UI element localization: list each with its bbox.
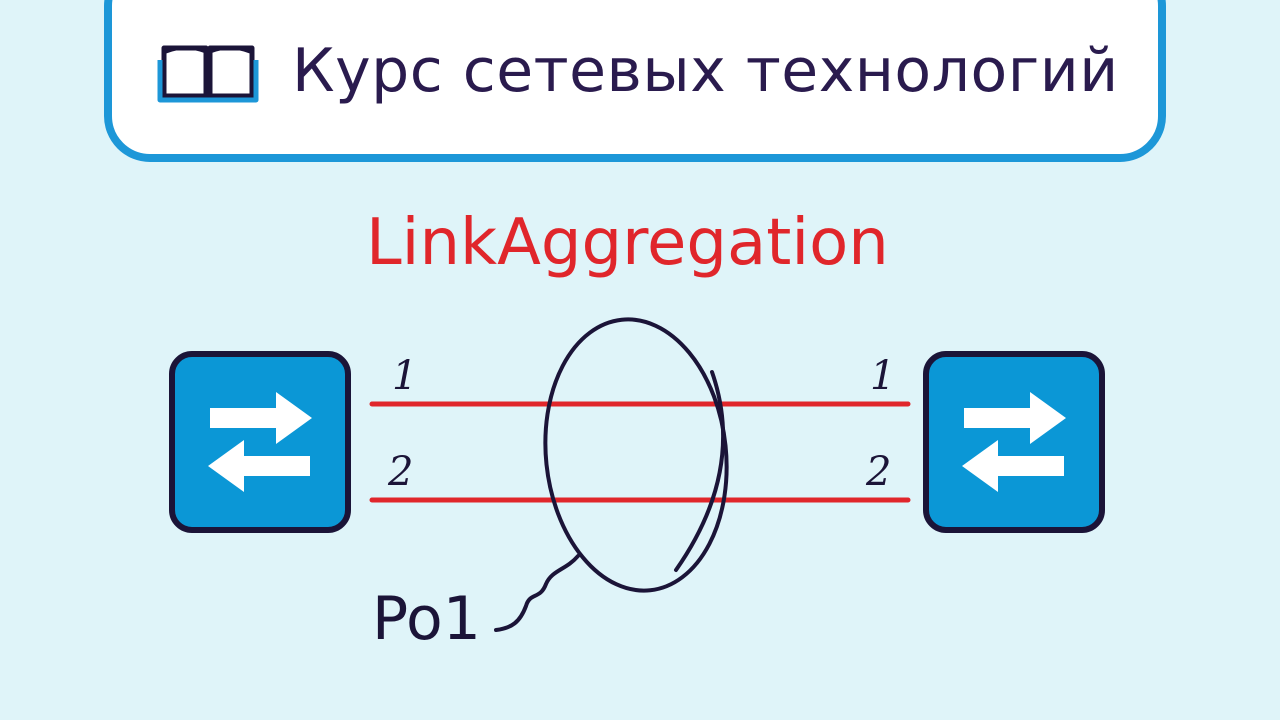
link-1-right-label: 1 (870, 353, 896, 399)
link-1-left-label: 1 (392, 353, 418, 399)
link-2-left-label: 2 (388, 449, 414, 495)
left-switch (169, 351, 351, 533)
switch-arrows-icon (962, 392, 1066, 492)
open-book-icon (157, 45, 259, 103)
course-title: Курс сетевых технологий (292, 36, 1119, 106)
port-channel-label: Po1 (372, 584, 481, 654)
link-2-right-label: 2 (866, 449, 892, 495)
bundle-ellipse (543, 317, 729, 593)
po-connector-squiggle (494, 554, 580, 632)
bundle-ellipse-accent (674, 370, 726, 572)
switch-arrows-icon (208, 392, 312, 492)
header-card (104, 0, 1166, 162)
right-switch (923, 351, 1105, 533)
diagram-title: LinkAggregation (366, 206, 889, 280)
